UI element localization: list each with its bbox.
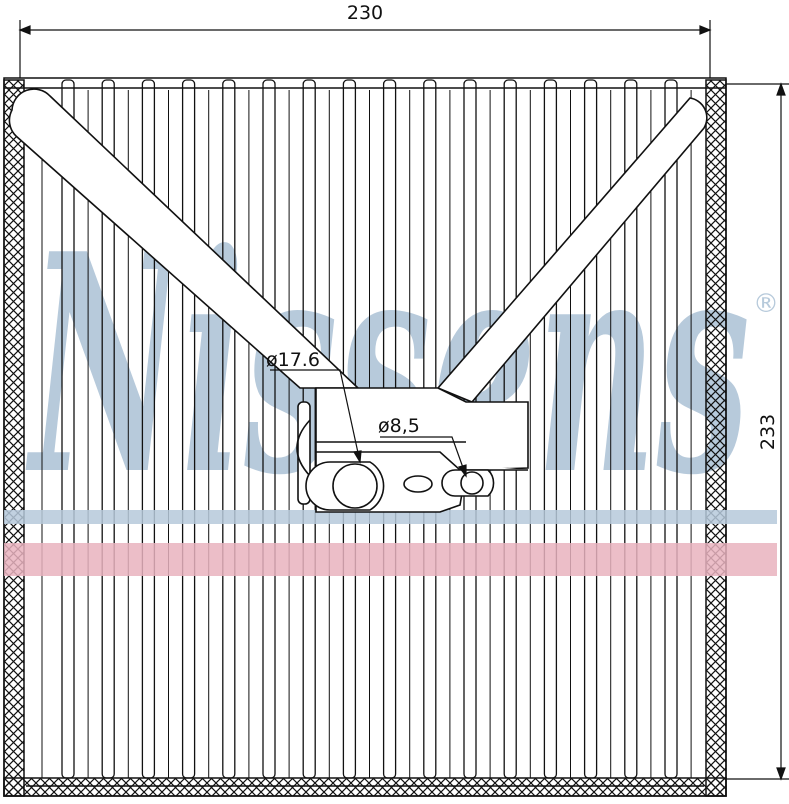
dimension-lines: [18, 20, 789, 781]
pipe-inlet: [8, 88, 361, 389]
inlet-diameter-label: ø17.6: [266, 349, 320, 371]
height-dimension-label: 233: [757, 414, 779, 450]
blue-band: [4, 510, 777, 524]
dimension-labels: 230 233 ø17.6 ø8,5: [266, 2, 779, 450]
side-headers: [3, 79, 727, 797]
red-band: [4, 543, 777, 576]
pipes: [8, 88, 708, 403]
left-header: [3, 79, 25, 797]
outlet-diameter-label: ø8,5: [378, 415, 420, 437]
reference-bands: [4, 510, 777, 576]
width-dimension-label: 230: [347, 2, 383, 24]
watermark-registered-mark: ®: [753, 289, 779, 319]
right-header: [705, 79, 727, 797]
pipe-outlet: [436, 97, 708, 403]
bottom-header: [3, 777, 727, 797]
